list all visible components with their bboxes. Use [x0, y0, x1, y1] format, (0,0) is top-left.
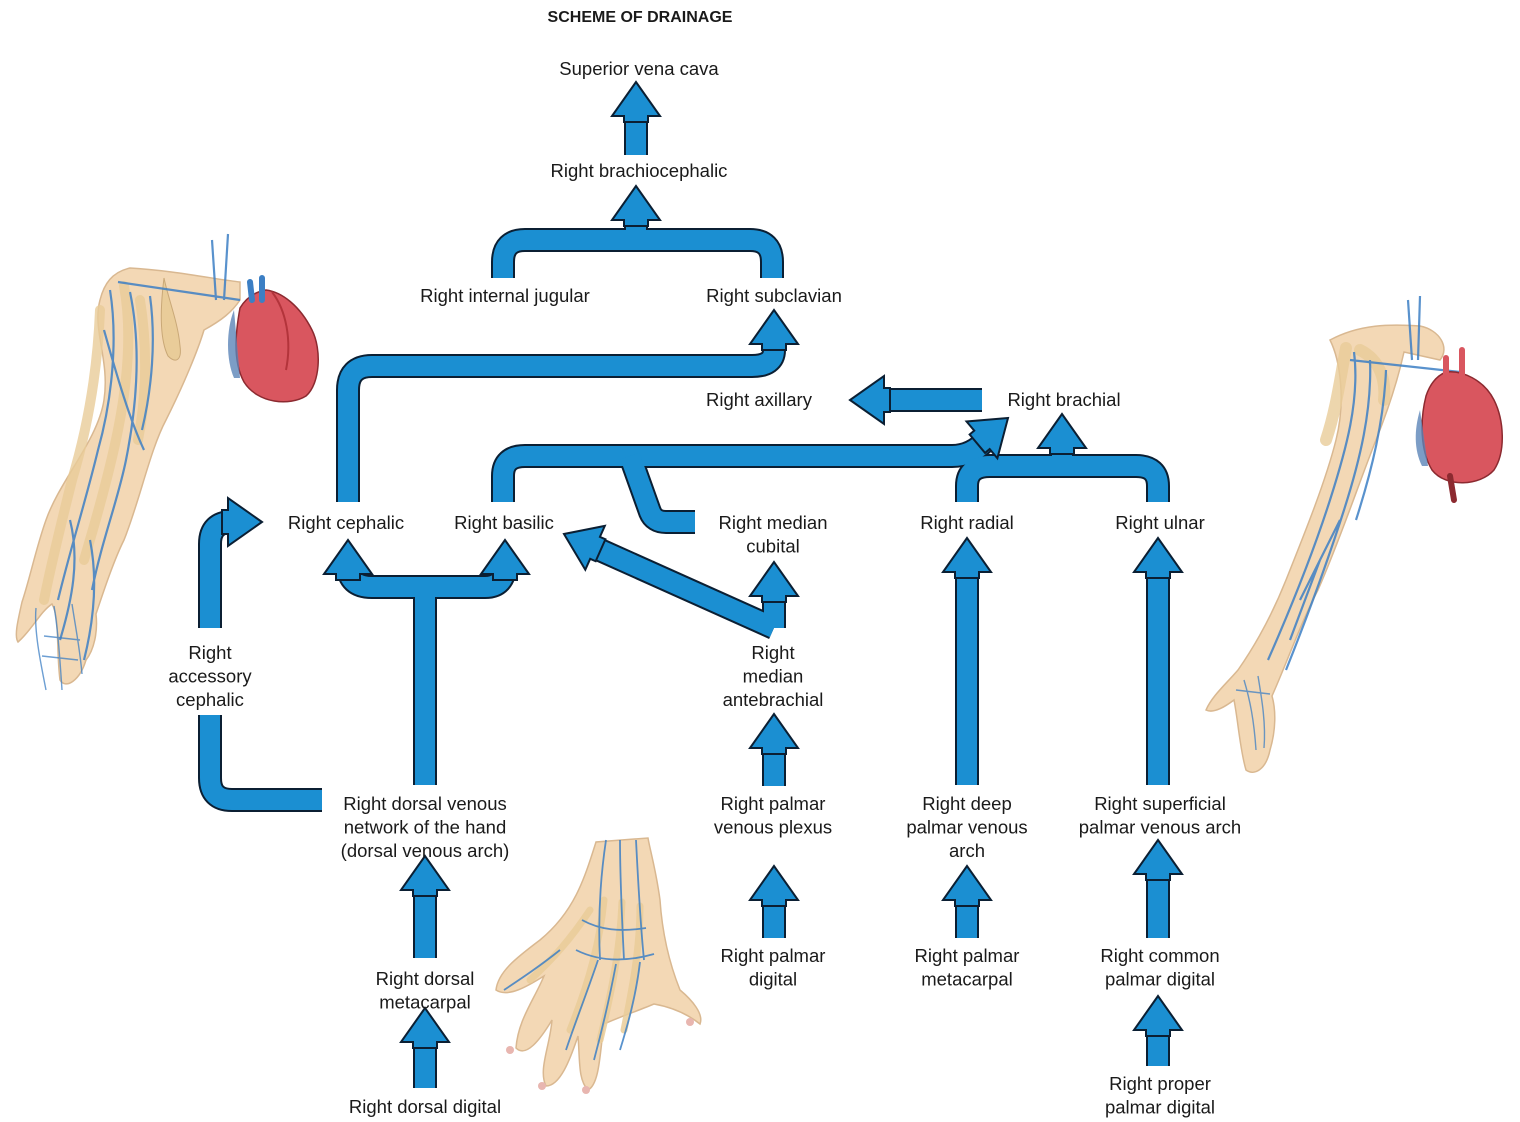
dorsal-hand-veins-illustration — [496, 838, 701, 1094]
right-palmar-digital-label-line: digital — [749, 969, 797, 990]
accessory-from-network-pipe-outline — [210, 715, 322, 800]
right-internal-jugular-label: Right internal jugular — [420, 285, 590, 306]
dorsal-metacarpal-arrowhead — [401, 1008, 449, 1048]
right-subclavian-label: Right subclavian — [706, 285, 842, 306]
right-brachial-label: Right brachial — [1007, 389, 1120, 410]
flow-arrowheads — [222, 82, 1182, 1048]
right-arm-deep-veins-illustration — [1206, 296, 1502, 772]
axillary-arrowhead — [850, 376, 890, 424]
basilic-from-network-arrowhead — [481, 540, 529, 580]
right-deep-palmar-venous-arch-label-line: palmar venous — [906, 817, 1027, 838]
right-ulnar-label: Right ulnar — [1115, 512, 1204, 533]
right-superficial-palmar-venous-arch-label-line: palmar venous arch — [1079, 817, 1241, 838]
ulnar-arrowhead — [1134, 538, 1182, 578]
right-median-cubital-label: Right median cubital — [718, 512, 827, 557]
right-basilic-label: Right basilic — [454, 512, 554, 533]
right-palmar-metacarpal-label-line: metacarpal — [921, 969, 1013, 990]
right-accessory-cephalic-label-line: Right — [188, 642, 231, 663]
right-accessory-cephalic-label-line: cephalic — [176, 689, 244, 710]
right-deep-palmar-venous-arch-label-line: arch — [949, 840, 985, 861]
superior-vena-cava-label-line: Superior vena cava — [559, 58, 719, 79]
right-cephalic-label-line: Right cephalic — [288, 512, 404, 533]
right-superficial-palmar-venous-arch-label-line: Right superficial — [1094, 793, 1226, 814]
right-palmar-metacarpal-label: Right palmar metacarpal — [915, 945, 1020, 990]
right-dorsal-venous-network-label-line: Right dorsal venous — [343, 793, 507, 814]
right-axillary-label-line: Right axillary — [706, 389, 813, 410]
right-radial-label: Right radial — [920, 512, 1014, 533]
right-dorsal-metacarpal-label-line: metacarpal — [379, 992, 471, 1013]
right-median-cubital-label-line: cubital — [746, 536, 799, 557]
antebrachial-to-basilic-pipe — [600, 550, 774, 628]
median-cubital-arrowhead — [750, 562, 798, 602]
right-subclavian-label-line: Right subclavian — [706, 285, 842, 306]
radial-ulnar-to-brachial-pipe — [967, 450, 1158, 502]
right-common-palmar-digital-label-line: palmar digital — [1105, 969, 1215, 990]
right-palmar-metacarpal-label-line: Right palmar — [915, 945, 1020, 966]
common-palmar-arrowhead — [1134, 996, 1182, 1036]
right-brachial-label-line: Right brachial — [1007, 389, 1120, 410]
palmar-plexus-arrowhead — [750, 866, 798, 906]
right-dorsal-digital-label-line: Right dorsal digital — [349, 1096, 501, 1117]
right-internal-jugular-label-line: Right internal jugular — [420, 285, 590, 306]
cephalic-from-accessory-arrowhead — [222, 498, 262, 546]
radial-arrowhead — [943, 538, 991, 578]
median-antebrachial-arrowhead — [750, 714, 798, 754]
brachial-arrowhead — [1038, 414, 1086, 454]
right-median-antebrachial-label-line: Right — [751, 642, 794, 663]
right-dorsal-venous-network-label-line: (dorsal venous arch) — [341, 840, 510, 861]
right-dorsal-digital-label: Right dorsal digital — [349, 1096, 501, 1117]
right-median-antebrachial-label-line: antebrachial — [723, 689, 824, 710]
right-palmar-digital-label-line: Right palmar — [721, 945, 826, 966]
right-median-cubital-label-line: Right median — [718, 512, 827, 533]
flow-pipes — [210, 120, 1158, 1088]
right-basilic-label-line: Right basilic — [454, 512, 554, 533]
dorsal-network-arrowhead — [401, 856, 449, 896]
cephalic-to-subclavian-pipe — [348, 332, 774, 502]
basilic-to-brachial-pipe-outline — [503, 434, 990, 502]
right-median-antebrachial-label-line: median — [743, 666, 804, 687]
svc-arrowhead — [612, 82, 660, 122]
right-common-palmar-digital-label-line: Right common — [1100, 945, 1219, 966]
right-dorsal-metacarpal-label-line: Right dorsal — [376, 968, 475, 989]
right-palmar-venous-plexus-label-line: venous plexus — [714, 817, 832, 838]
right-palmar-venous-plexus-label-line: Right palmar — [721, 793, 826, 814]
right-dorsal-venous-network-label-line: network of the hand — [344, 817, 507, 838]
right-proper-palmar-digital-label: Right proper palmar digital — [1105, 1073, 1215, 1118]
right-palmar-venous-plexus-label: Right palmar venous plexus — [714, 793, 832, 838]
right-common-palmar-digital-label: Right common palmar digital — [1100, 945, 1219, 990]
deep-arch-arrowhead — [943, 866, 991, 906]
right-brachiocephalic-label: Right brachiocephalic — [551, 160, 728, 181]
right-superficial-palmar-venous-arch-label: Right superficial palmar venous arch — [1079, 793, 1241, 838]
superficial-arch-arrowhead — [1134, 840, 1182, 880]
cephalic-from-network-arrowhead — [324, 540, 372, 580]
right-ulnar-label-line: Right ulnar — [1115, 512, 1204, 533]
right-axillary-label: Right axillary — [706, 389, 813, 410]
superior-vena-cava-label: Superior vena cava — [559, 58, 719, 79]
subclavian-arrowhead — [750, 310, 798, 350]
right-deep-palmar-venous-arch-label-line: Right deep — [922, 793, 1011, 814]
right-dorsal-venous-network-label: Right dorsal venous network of the hand(d… — [341, 793, 510, 861]
brachiocephalic-arrowhead — [612, 186, 660, 226]
right-proper-palmar-digital-label-line: palmar digital — [1105, 1097, 1215, 1118]
right-radial-label-line: Right radial — [920, 512, 1014, 533]
accessory-from-network-pipe — [210, 715, 322, 800]
network-to-cephalic-basilic-pipe — [348, 560, 505, 785]
right-arm-venous-system-illustration — [16, 234, 318, 690]
right-dorsal-metacarpal-label: Right dorsal metacarpal — [376, 968, 475, 1013]
right-proper-palmar-digital-label-line: Right proper — [1109, 1073, 1211, 1094]
right-accessory-cephalic-label-line: accessory — [168, 666, 252, 687]
right-brachiocephalic-label-line: Right brachiocephalic — [551, 160, 728, 181]
right-cephalic-label: Right cephalic — [288, 512, 404, 533]
right-palmar-digital-label: Right palmar digital — [721, 945, 826, 990]
